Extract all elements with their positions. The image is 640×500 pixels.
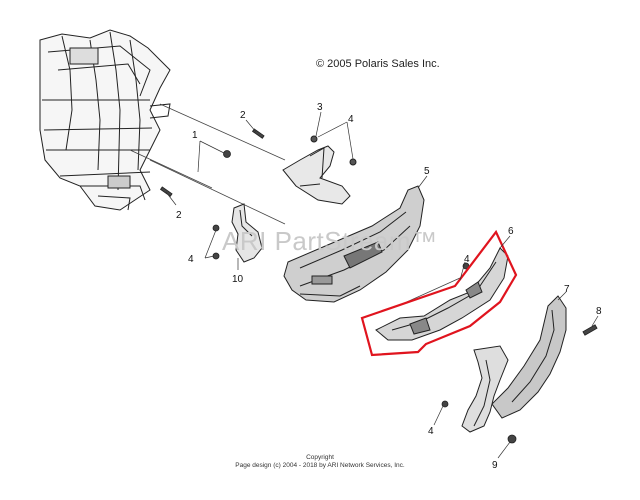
callout-8[interactable]: 8	[596, 306, 602, 317]
nut-9	[507, 434, 517, 444]
nut-4-bottom	[441, 400, 449, 408]
mount-bracket-left	[231, 203, 263, 263]
callout-leaders	[165, 111, 599, 459]
callout-5[interactable]: 5	[424, 166, 430, 177]
copyright-header: © 2005 Polaris Sales Inc.	[316, 58, 440, 70]
callout-4-upper[interactable]: 4	[348, 114, 354, 125]
callout-4-bumper[interactable]: 4	[464, 254, 470, 265]
skid-guard	[461, 345, 509, 433]
lower-fender	[491, 295, 567, 419]
mount-bracket-upper	[282, 135, 357, 205]
nut-4-left-a	[212, 224, 220, 232]
frame-assembly	[39, 29, 171, 211]
footer-copyright-line: Page design (c) 2004 - 2018 by ARI Netwo…	[235, 462, 405, 469]
callout-6[interactable]: 6	[508, 226, 514, 237]
callout-4-left[interactable]: 4	[188, 254, 194, 265]
highlight-outline	[360, 229, 518, 357]
callout-9[interactable]: 9	[492, 460, 498, 471]
callout-numbers: 1 2 2 3 4 4 4 4 5 6 7 8 9 10	[176, 102, 602, 471]
watermark: ARI PartStream™	[222, 226, 438, 256]
callout-3[interactable]: 3	[317, 102, 323, 113]
bolt-2-lower	[159, 186, 173, 197]
callout-2-lower[interactable]: 2	[176, 210, 182, 221]
footer-copyright-title: Copyright	[306, 454, 334, 461]
callout-1[interactable]: 1	[192, 130, 198, 141]
callout-2-upper[interactable]: 2	[240, 110, 246, 121]
nut-1	[223, 150, 231, 158]
callout-7[interactable]: 7	[564, 284, 570, 295]
callout-10[interactable]: 10	[232, 274, 244, 285]
callout-4-bottom[interactable]: 4	[428, 426, 434, 437]
front-bumper	[283, 185, 425, 303]
fasteners	[159, 128, 598, 444]
bolt-8	[582, 324, 598, 336]
